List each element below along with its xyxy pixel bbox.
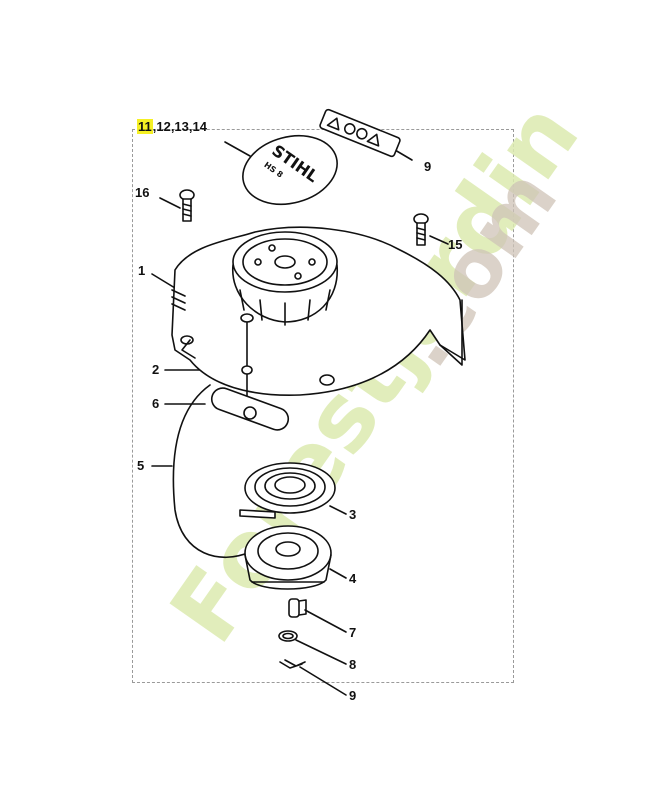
callout-2[interactable]: 2 — [152, 362, 160, 377]
callout-5[interactable]: 5 — [137, 458, 145, 473]
callout-3[interactable]: 3 — [349, 507, 357, 522]
callout-1[interactable]: 1 — [138, 263, 146, 278]
callout-11-14[interactable]: 11,12,13,14 — [137, 119, 207, 134]
callout-16[interactable]: 16 — [135, 185, 150, 200]
callout-4[interactable]: 4 — [349, 571, 357, 586]
callout-10[interactable]: 9 — [424, 159, 432, 174]
callout-11-highlight[interactable]: 11 — [137, 119, 153, 134]
callout-15[interactable]: 15 — [448, 237, 463, 252]
callout-8[interactable]: 8 — [349, 657, 357, 672]
callout-6[interactable]: 6 — [152, 396, 160, 411]
callout-7[interactable]: 7 — [349, 625, 357, 640]
callout-9[interactable]: 9 — [349, 688, 357, 703]
